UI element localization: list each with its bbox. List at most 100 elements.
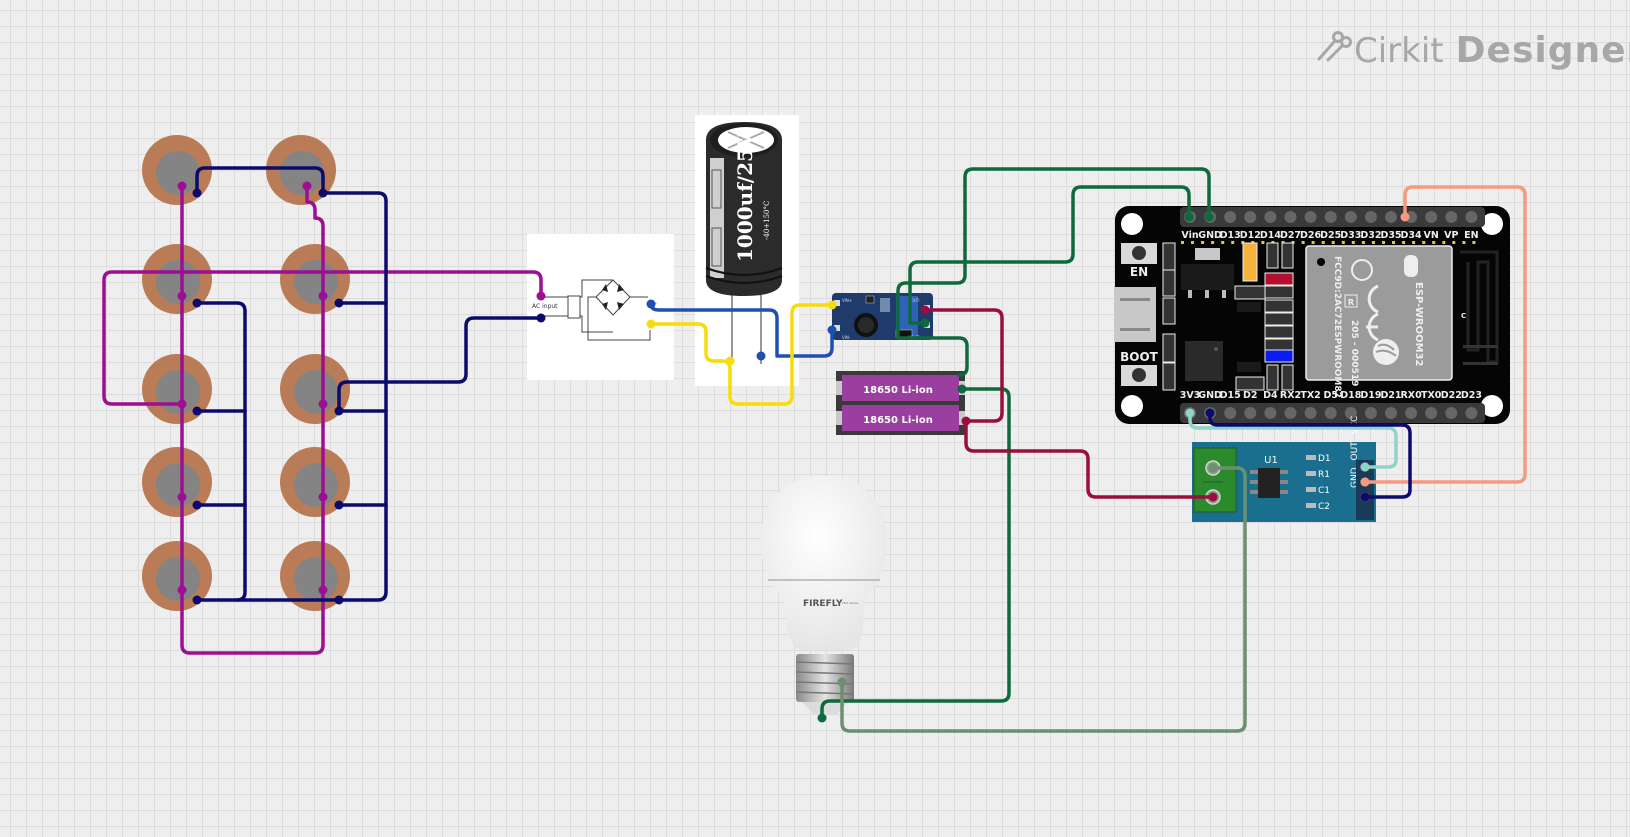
esp32-pin-d5[interactable] — [1324, 407, 1337, 419]
wire-endpoint[interactable] — [177, 291, 187, 301]
wire-endpoint[interactable] — [192, 298, 202, 308]
wire-endpoint[interactable] — [1360, 492, 1370, 502]
wire-endpoint[interactable] — [192, 500, 202, 510]
wire-navy[interactable] — [1208, 411, 1412, 499]
wire-endpoint[interactable] — [334, 406, 344, 416]
esp32-pin-d27[interactable] — [1284, 211, 1297, 223]
wire-endpoint[interactable] — [817, 713, 827, 723]
piezo-disc[interactable] — [142, 354, 212, 424]
piezo-disc[interactable] — [142, 541, 212, 611]
wire-endpoint[interactable] — [1208, 463, 1218, 473]
en-button[interactable] — [1121, 243, 1157, 264]
esp32-pin-vn[interactable] — [1425, 211, 1438, 223]
esp32-pin-d25[interactable] — [1324, 211, 1337, 223]
wire-endpoint[interactable] — [192, 188, 202, 198]
wire-endpoint[interactable] — [961, 416, 971, 426]
esp32-pin-vp[interactable] — [1445, 211, 1458, 223]
pin-label: GND — [1198, 390, 1222, 401]
esp32-pin-d18[interactable] — [1344, 407, 1357, 419]
esp32-pin-rx0[interactable] — [1405, 407, 1418, 419]
wire-magenta[interactable] — [180, 184, 325, 655]
esp32-pin-en[interactable] — [1465, 211, 1478, 223]
wire-endpoint[interactable] — [318, 585, 328, 595]
wire-endpoint[interactable] — [827, 300, 837, 310]
wire-salmon[interactable] — [1363, 185, 1527, 484]
esp32-pin-d14[interactable] — [1264, 211, 1277, 223]
wire-endpoint[interactable] — [318, 188, 328, 198]
wire-endpoint[interactable] — [177, 585, 187, 595]
wire-yellow[interactable] — [649, 303, 834, 406]
wire-endpoint[interactable] — [192, 406, 202, 416]
esp32-pin-d35[interactable] — [1385, 211, 1397, 223]
esp32-pin-d33[interactable] — [1344, 211, 1357, 223]
wire-endpoint[interactable] — [1184, 212, 1194, 222]
wire-endpoint[interactable] — [1360, 477, 1370, 487]
electrolytic-capacitor[interactable]: 1000uf/25V -40+150°C — [695, 115, 799, 386]
wire-dark-green[interactable] — [820, 387, 1011, 720]
wire-endpoint[interactable] — [837, 677, 847, 687]
piezo-disc[interactable] — [142, 447, 212, 517]
wire-endpoint[interactable] — [318, 399, 328, 409]
wire-endpoint[interactable] — [536, 313, 546, 323]
wire-endpoint[interactable] — [192, 595, 202, 605]
wire-endpoint[interactable] — [646, 319, 656, 329]
pin-label: EN — [1464, 230, 1478, 241]
wire-endpoint[interactable] — [1185, 408, 1195, 418]
wire-navy[interactable] — [195, 301, 247, 602]
esp32-pin-d13[interactable] — [1224, 211, 1237, 223]
esp32-pin-tx2[interactable] — [1304, 407, 1317, 419]
esp32-pin-d26[interactable] — [1304, 211, 1317, 223]
wire-endpoint[interactable] — [1360, 462, 1370, 472]
wire-dark-green[interactable] — [896, 167, 1211, 377]
esp32-pin-d23[interactable] — [1465, 407, 1478, 419]
wire-crimson[interactable] — [923, 308, 1215, 499]
wire-navy[interactable] — [337, 316, 543, 413]
wire-teal[interactable] — [1188, 411, 1398, 469]
wire-blue[interactable] — [649, 302, 834, 358]
wire-endpoint[interactable] — [756, 351, 766, 361]
wire-endpoint[interactable] — [920, 305, 930, 315]
wire-endpoint[interactable] — [1208, 492, 1218, 502]
wire-endpoint[interactable] — [334, 298, 344, 308]
boot-button[interactable] — [1121, 365, 1157, 386]
esp32-pin-tx0[interactable] — [1425, 407, 1438, 419]
led-bulb[interactable]: FIREFLY PRO Series — [760, 476, 887, 715]
esp32-pin-rx2[interactable] — [1284, 407, 1297, 419]
wire-endpoint[interactable] — [827, 325, 837, 335]
esp32-pin-d15[interactable] — [1224, 407, 1237, 419]
wire-dark-green[interactable] — [908, 185, 1191, 325]
wire-endpoint[interactable] — [1204, 212, 1214, 222]
pin-label: D21 — [1380, 390, 1401, 401]
vout-minus-label: VOUT- — [908, 298, 921, 303]
esp32-pin-d19[interactable] — [1364, 407, 1377, 419]
wire-endpoint[interactable] — [177, 181, 187, 191]
piezo-disc[interactable] — [142, 135, 212, 205]
wire-endpoint[interactable] — [318, 492, 328, 502]
wire-endpoint[interactable] — [1400, 212, 1410, 222]
wire-endpoint[interactable] — [920, 318, 930, 328]
wire-endpoint[interactable] — [334, 595, 344, 605]
esp32-pin-d4[interactable] — [1264, 407, 1277, 419]
wire-magenta[interactable] — [102, 270, 543, 406]
wire-endpoint[interactable] — [536, 291, 546, 301]
wire-endpoint[interactable] — [177, 399, 187, 409]
wire-endpoint[interactable] — [318, 291, 328, 301]
wire-endpoint[interactable] — [725, 356, 735, 366]
esp32-pin-d12[interactable] — [1244, 211, 1257, 223]
wire-endpoint[interactable] — [302, 181, 312, 191]
battery-pack[interactable]: 18650 Li-ion 18650 Li-ion — [836, 371, 965, 435]
esp32-pin-d32[interactable] — [1364, 211, 1377, 223]
wire-endpoint[interactable] — [334, 500, 344, 510]
esp32-pin-d22[interactable] — [1445, 407, 1458, 419]
wire-endpoint[interactable] — [1205, 408, 1215, 418]
boost-converter[interactable]: VIN+ VIN- VOUT- VOUT+ — [832, 293, 933, 340]
wire-endpoint[interactable] — [957, 384, 967, 394]
esp32-pin-d21[interactable] — [1385, 407, 1397, 419]
wire-endpoint[interactable] — [646, 299, 656, 309]
piezo-disc[interactable] — [266, 135, 336, 205]
wire-sage[interactable] — [840, 466, 1247, 733]
wire-endpoint[interactable] — [177, 492, 187, 502]
esp32-pin-d2[interactable] — [1244, 407, 1257, 419]
